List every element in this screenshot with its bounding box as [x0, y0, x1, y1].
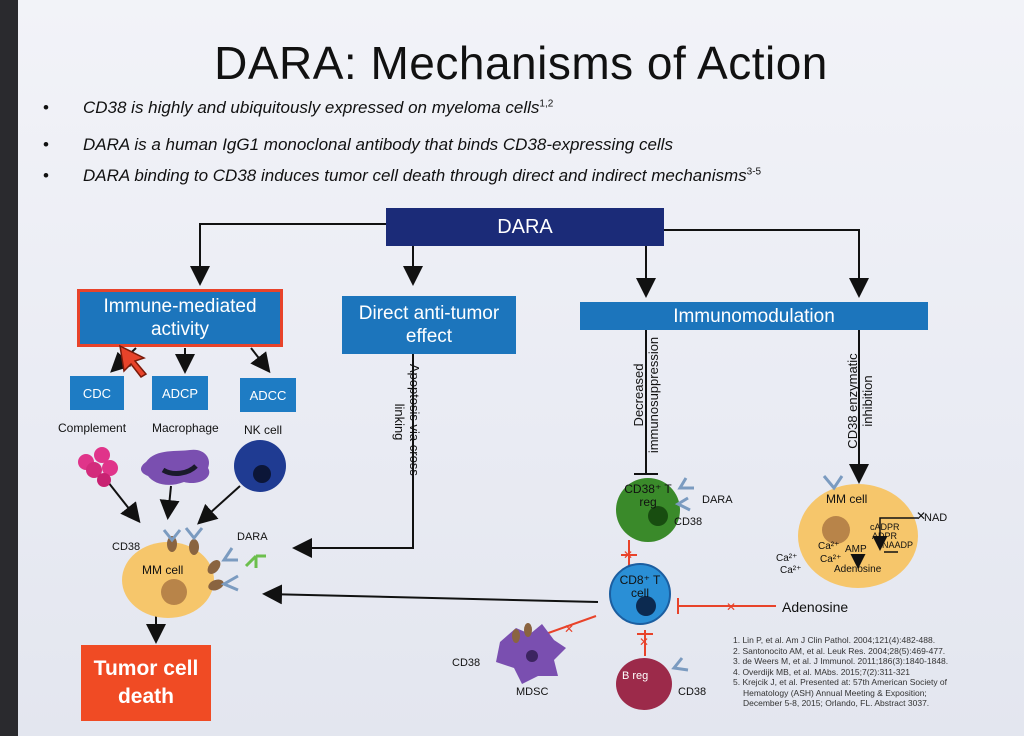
reference-item: Hematology (ASH) Annual Meeting & Exposi…: [743, 687, 927, 698]
arrow-dara-enzymatic: [664, 229, 869, 298]
bullet-sup: 1,2: [539, 98, 554, 110]
arrow-cd8-mm: [262, 584, 599, 605]
mm-cell-left-label: MM cell: [142, 563, 184, 577]
cursor-arrow-icon: [119, 344, 148, 378]
reference-item: 5. Krejcik J, et al. Presented at: 57th …: [733, 677, 948, 687]
bullet-item: • DARA is a human IgG1 monoclonal antibo…: [43, 135, 673, 155]
ca-label: Ca²⁺: [818, 541, 840, 552]
arrow-dara-immune: [190, 223, 386, 286]
reference-item: 3. de Weers M, et al. J Immunol. 2011;18…: [733, 656, 949, 666]
adenosine-label: Adenosine: [782, 599, 849, 615]
cd38-label-treg: CD38: [674, 516, 703, 528]
svg-text:✕: ✕: [726, 600, 736, 614]
arrow-nk-mm: [197, 485, 241, 525]
mm-cell-left: [122, 542, 214, 618]
svg-text:✕: ✕: [623, 548, 633, 562]
dara-antibody-icon: [244, 554, 266, 568]
adcp-box: ADCP: [152, 376, 208, 410]
macrophage-label: Macrophage: [152, 421, 219, 435]
bullet-dot: •: [43, 135, 49, 154]
arrow-apoptosis: [292, 354, 414, 558]
svg-text:✕: ✕: [639, 635, 649, 649]
amp-label: AMP: [845, 544, 867, 555]
slide-title: DARA: Mechanisms of Action: [214, 37, 828, 89]
apoptosis-label: Apoptosis via cross-linking: [392, 363, 422, 481]
bullet-text: DARA is a human IgG1 monoclonal antibody…: [83, 135, 673, 154]
bullet-text: CD38 is highly and ubiquitously expresse…: [83, 98, 540, 117]
direct-effect-label: Direct anti-tumor effect: [358, 303, 500, 347]
tumor-cell-death-box: Tumor cell death: [81, 645, 211, 721]
decreased-immunosuppression-label: Decreased immunosuppression: [631, 336, 661, 454]
complement-icon: [78, 447, 118, 487]
enzymatic-inhibition-label: CD38 enzymatic inhibition: [845, 353, 875, 449]
bullet-item: • DARA binding to CD38 induces tumor cel…: [43, 166, 762, 186]
inhibit-mdsc-cd8: [539, 615, 597, 637]
slide: DARA: Mechanisms of Action • CD38 is hig…: [18, 0, 1024, 736]
reference-item: 2. Santonocito AM, et al. Leuk Res. 2004…: [733, 645, 946, 656]
cd38-label: CD38: [112, 541, 141, 553]
nk-cell-label: NK cell: [244, 423, 283, 437]
treg-label: CD38⁺ T reg: [624, 482, 672, 509]
reference-item: December 5-8, 2015; Orlando, FL. Abstrac…: [743, 698, 930, 708]
breg-label: B reg: [622, 670, 649, 682]
cd8-label: CD8⁺ T cell: [619, 573, 661, 600]
naadp-label: NAADP: [882, 540, 914, 550]
reference-item: 1. Lin P, et al. Am J Clin Pathol. 2004;…: [733, 635, 936, 645]
treg-cell: [616, 478, 680, 542]
mm-cell-right: [798, 484, 918, 588]
adenosine-inner-label: Adenosine: [834, 564, 882, 575]
macrophage-icon: [141, 449, 210, 485]
immune-mediated-box: Immune-mediated activity: [77, 289, 283, 347]
dara-box: DARA: [386, 208, 664, 246]
cadpr-label: cADPR: [870, 522, 900, 532]
mdsc-label: MDSC: [516, 686, 549, 698]
bullet-sup: 3-5: [746, 166, 762, 178]
breg-cell: [616, 658, 672, 710]
cd38-label-breg: CD38: [678, 686, 707, 698]
arrow-adcc: [250, 347, 271, 374]
svg-text:✕: ✕: [564, 622, 574, 636]
arrow-macrophage-mm: [159, 485, 180, 520]
adpr-label: ADPR: [872, 531, 898, 541]
direct-effect-box: Direct anti-tumor effect: [342, 296, 516, 354]
tumor-cell-death-label: Tumor cell death: [93, 657, 199, 708]
dara-label-treg: DARA: [702, 494, 733, 506]
immunomodulation-box: Immunomodulation: [580, 302, 928, 330]
arrow-complement-mm: [107, 481, 141, 524]
bullet-dot: •: [43, 166, 49, 185]
diagram-connectors: ✕ ✕ ✕ ✕: [78, 223, 926, 710]
cdc-box: CDC: [70, 376, 124, 410]
adcc-box: ADCC: [240, 378, 296, 412]
ca-label-out: Ca²⁺: [776, 553, 798, 564]
bullet-text: DARA binding to CD38 induces tumor cell …: [83, 166, 747, 185]
mm-cell-right-label: MM cell: [826, 492, 868, 506]
cd38-label-mdsc: CD38: [452, 657, 481, 669]
ca-label: Ca²⁺: [820, 554, 842, 565]
bullet-item: • CD38 is highly and ubiquitously expres…: [43, 98, 554, 118]
immune-mediated-label: Immune-mediated activity: [103, 296, 257, 340]
references: 1. Lin P, et al. Am J Clin Pathol. 2004;…: [733, 635, 948, 709]
bullet-dot: •: [43, 98, 49, 117]
nad-cross-icon: ✕: [916, 509, 926, 523]
reference-item: 4. Overdijk MB, et al. MAbs. 2015;7(2):3…: [733, 666, 911, 677]
complement-label: Complement: [58, 421, 127, 435]
dara-label: DARA: [237, 531, 268, 543]
nad-label: NAD: [924, 512, 948, 524]
ca-label-out: Ca²⁺: [780, 565, 802, 576]
